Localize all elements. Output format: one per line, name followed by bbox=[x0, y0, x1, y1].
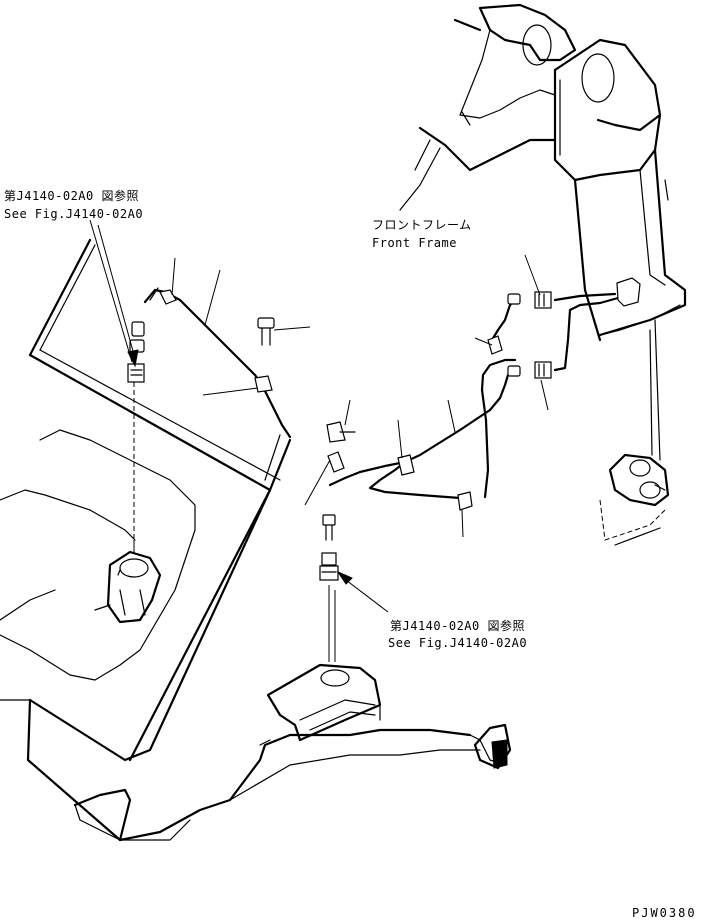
reference-label-jp-left: 第J4140-02A0 図参照 bbox=[4, 189, 139, 203]
lower-mount bbox=[266, 663, 512, 770]
front-frame bbox=[399, 3, 687, 546]
front-frame-label-en: Front Frame bbox=[372, 236, 457, 250]
reference-label-en-left: See Fig.J4140-02A0 bbox=[4, 207, 144, 221]
reference-label-jp-bottom: 第J4140-02A0 図参照 bbox=[390, 619, 525, 633]
leader-lines bbox=[89, 219, 549, 662]
drawing-code: PJW0380 bbox=[632, 906, 697, 920]
reference-label-en-bottom: See Fig.J4140-02A0 bbox=[388, 636, 528, 650]
rear-frame bbox=[0, 238, 506, 842]
fittings bbox=[127, 277, 641, 581]
front-frame-label-jp: フロントフレーム bbox=[372, 218, 472, 232]
